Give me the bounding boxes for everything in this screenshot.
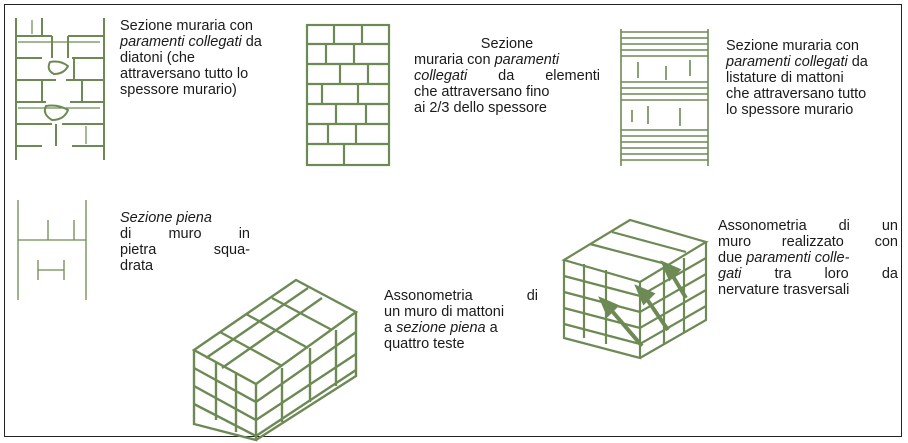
- section-diatoni-drawing: [15, 18, 105, 160]
- caption-brick-axonometry: Assonometria di un muro di mattoni a sez…: [384, 288, 538, 352]
- caption-listature: Sezione muraria con paramenti collegati …: [726, 38, 868, 118]
- figure-frame: [4, 4, 902, 437]
- caption-nervature: Assonometria di un muro realizzato con d…: [718, 218, 898, 298]
- brick-wall-axonometry-drawing: [191, 278, 359, 442]
- section-piena-drawing: [17, 200, 87, 300]
- wall-nervature-axonometry-drawing: [561, 218, 709, 360]
- caption-sezione-piena: Sezione piena di muro in pietra squa- dr…: [120, 210, 250, 274]
- caption-diatoni: Sezione muraria con paramenti collegati …: [120, 18, 262, 98]
- section-two-thirds-drawing: [305, 23, 391, 167]
- caption-two-thirds: Sezione muraria con paramenti collegati …: [414, 36, 601, 116]
- section-listature-drawing: [620, 29, 709, 166]
